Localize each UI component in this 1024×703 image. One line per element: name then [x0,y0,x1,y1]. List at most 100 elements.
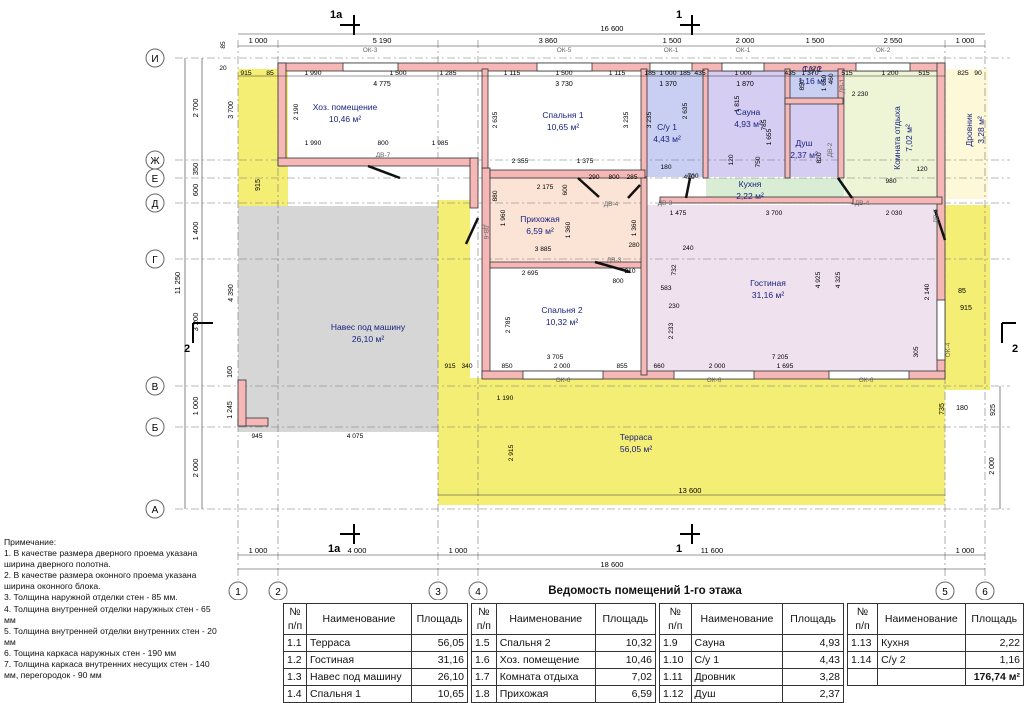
dimension-label: 1 115 [609,70,626,77]
cell-area: 4,43 [782,651,844,669]
opening-label: ДВ-4 [604,201,619,208]
room-name: С/у 2 [802,64,822,74]
dimension-label: 185 [679,70,691,77]
cell-name: Сауна [690,634,784,652]
dimension-label: 20 [219,65,227,72]
cell-area: 10,32 [594,634,657,652]
dimension-label: 85 [266,70,274,77]
room-name: С/у 1 [657,122,677,132]
dimension-label: 2 635 [682,102,689,119]
cell-name: Душ [690,685,784,703]
dimension-lines [184,33,1001,570]
dimension-label: 1 655 [766,128,773,145]
dimension-label: 1 650 [821,74,828,91]
woodshed-right-fill [940,69,988,199]
dimension-label: 18 600 [601,560,624,569]
dimension-label: 2 230 [852,91,869,98]
dimension-label: 230 [668,303,679,310]
dimension-label: 240 [682,245,693,252]
cell-name: Терраса [305,634,412,652]
axis-label: Е [152,174,159,185]
header-name: Наименование [305,603,412,635]
dimension-label: 3 860 [539,36,558,45]
room-area: 56,05 м² [620,444,652,454]
cell-num: 1.6 [471,651,497,669]
dimension-label: 180 [956,405,968,412]
dimension-label: 85 [958,288,966,295]
dimension-label: 280 [628,242,639,249]
header-name: Наименование [495,603,596,635]
opening-label: ОК-4 [945,342,952,357]
schedule-title: Ведомость помещений 1-го этажа [548,585,742,597]
cell-name: Хоз. помещение [495,651,596,669]
dim-overall-top: 16 600 [601,24,624,33]
axis-bubble [145,193,165,213]
opening-label: ОК-5 [557,47,572,54]
opening-label: ДВ-1 [839,78,846,93]
section-mark-2-left: 2 [184,343,190,355]
cell-area: 7,02 [594,668,657,686]
dimension-label: 800 [377,140,388,147]
room-name: Комната отдыха [892,106,902,170]
dimension-label: 1 815 [734,95,741,112]
dimension-label: 210 [624,268,635,275]
cell-name: Гостиная [305,651,412,669]
cell-area: 2,37 [782,685,844,703]
dimension-label: 1 370 [659,81,677,88]
room-label: Спальня 210,32 м² [541,305,583,327]
dimension-label: 1 695 [777,363,794,370]
dimension-label: 1 500 [555,70,572,77]
room-area: 31,16 м² [752,290,784,300]
windows [342,62,946,380]
dimension-label: 435 [694,70,706,77]
table-row: 176,74 м² [846,668,1024,686]
dimension-label: 90 [974,70,982,77]
dimension-label: 800 [608,174,619,181]
dimension-label: 2 700 [191,99,200,118]
dimension-label: 1 000 [249,36,268,45]
room-name: Навес под машину [331,322,406,332]
room-name: Прихожая [520,214,560,224]
dimension-label: 915 [960,305,972,312]
header-area: Площадь [594,603,657,635]
axis-bubble [268,581,288,600]
dimension-label: 2 000 [736,36,755,45]
dimension-label: 2 000 [709,363,726,370]
dimension-label: 583 [660,285,671,292]
section-mark-1a-bottom: 1а [328,543,341,555]
dimension-label: 2 550 [884,36,903,45]
dimension-label: 435 [784,70,796,77]
dimension-label: 1 400 [191,222,200,241]
cell-num: 1.1 [283,634,307,652]
room-area: 3,28 м² [976,116,986,144]
section-mark-1-bottom: 1 [676,543,682,555]
axis-label: Д [152,199,159,210]
dimension-label: 800 [612,278,623,285]
dimension-label: 785 [761,119,768,130]
dimension-label: 515 [841,70,853,77]
cell-num: 1.5 [471,634,497,652]
axis-label: 3 [435,587,441,598]
notes-block: Примечание: 1. В качестве размера дверно… [4,537,219,681]
dimension-label: 1 500 [663,36,682,45]
dimension-label: 160 [227,366,234,378]
room-name: Спальня 2 [541,305,583,315]
dimension-label: 925 [990,404,997,416]
opening-label: ОК-6 [707,377,722,384]
dimension-label: 1 000 [249,546,268,555]
dimension-label: 1 000 [956,36,975,45]
terrace-fill [438,200,990,505]
